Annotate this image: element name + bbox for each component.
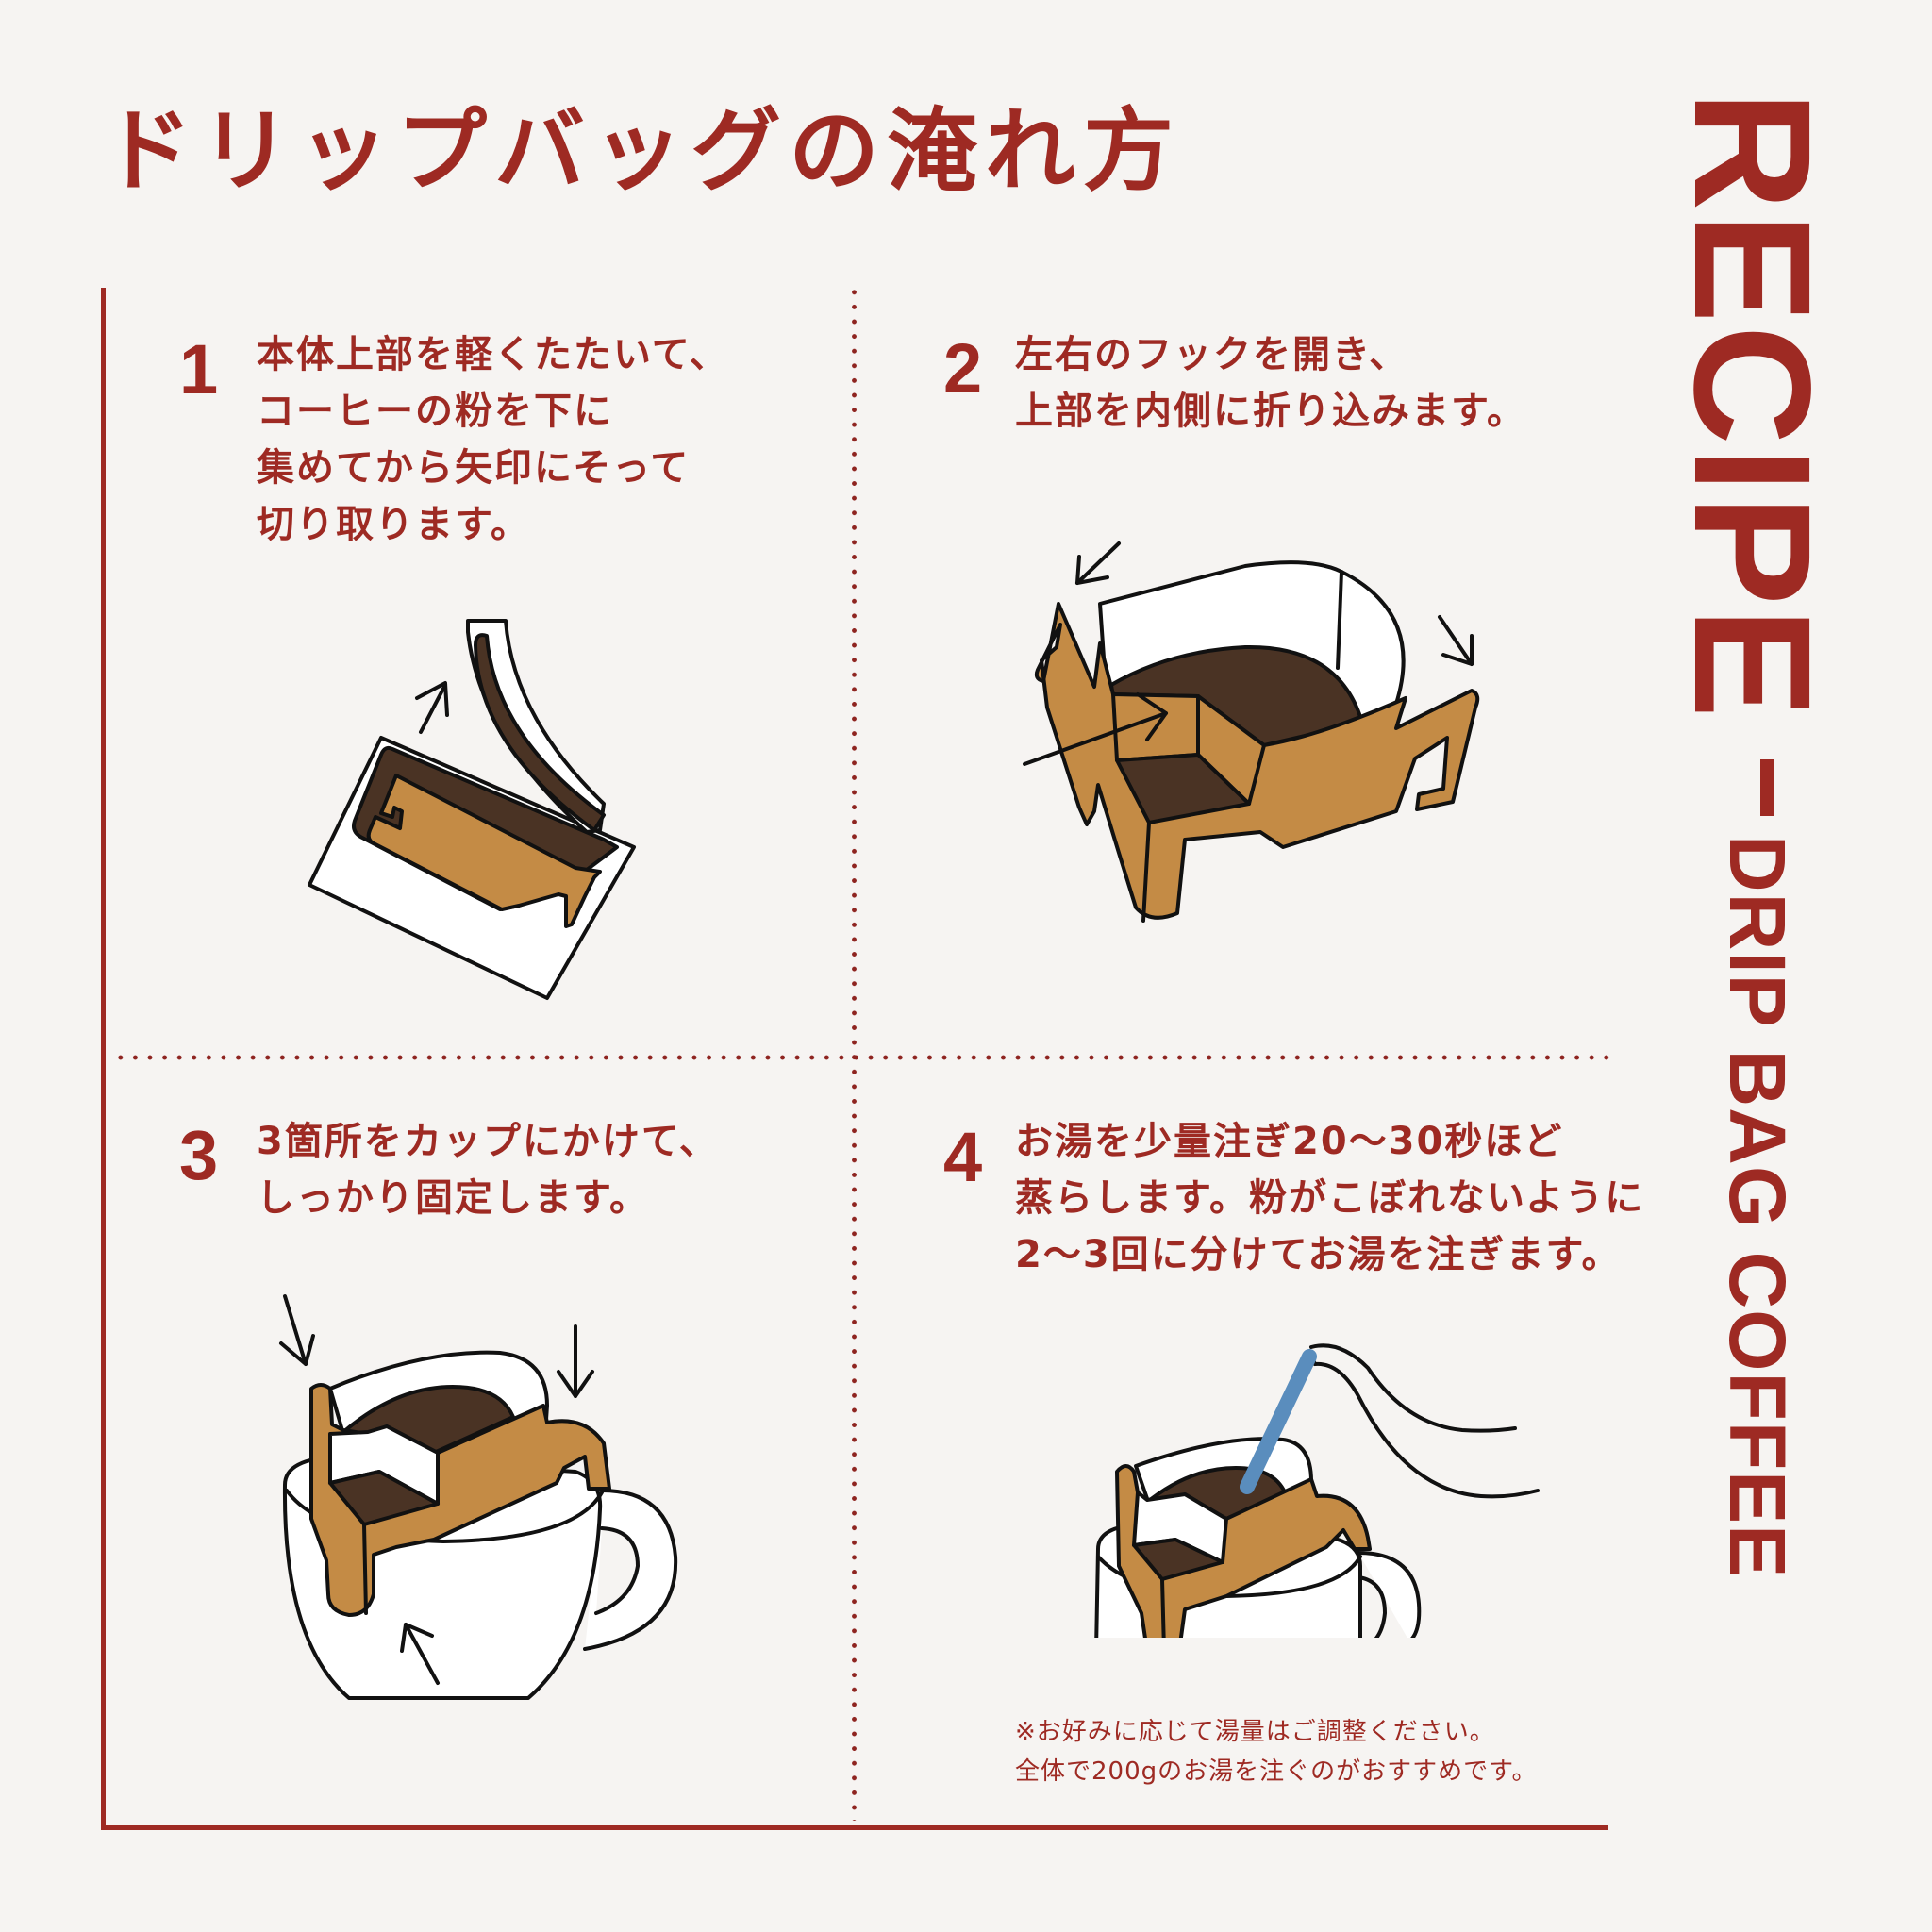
- step-instructions: 左右のフックを開き、 上部を内側に折り込みます。: [1015, 333, 1526, 433]
- step-number: 4: [943, 1118, 983, 1196]
- kettle-pouring-water-illustration: [1094, 1343, 1540, 1638]
- frame-bottom-border: [101, 1825, 1608, 1830]
- frame-left-border: [101, 288, 106, 1830]
- side-label-separator: [1760, 759, 1774, 816]
- drip-bag-tear-open-illustration: [308, 619, 636, 1000]
- side-label-subtitle: DRIP BAG COFFEE: [1713, 835, 1802, 1579]
- step-number: 2: [943, 329, 983, 408]
- brewing-note: ※お好みに応じて湯量はご調整ください。 全体で200gのお湯を注ぐのがおすすめで…: [1015, 1718, 1538, 1786]
- step-instructions: 本体上部を軽くたたいて、 コーヒーの粉を下に 集めてから矢印にそって 切り取りま…: [257, 333, 729, 546]
- side-label-recipe: RECIPE: [1659, 91, 1844, 721]
- step-number: 3: [179, 1116, 219, 1194]
- step-number: 1: [179, 330, 219, 408]
- step-instructions: 3箇所をカップにかけて、 しっかり固定します。: [257, 1120, 719, 1220]
- drip-bag-open-hooks-illustration: [1023, 541, 1480, 923]
- step-instructions: お湯を少量注ぎ20〜30秒ほど 蒸らします。粉がこぼれないように 2〜3回に分け…: [1015, 1120, 1645, 1276]
- dotted-divider-vertical: [852, 285, 857, 1821]
- drip-bag-on-cup-illustration: [279, 1294, 678, 1700]
- dotted-divider-horizontal: [113, 1055, 1611, 1060]
- page-title: ドリップバッグの淹れ方: [102, 98, 1181, 204]
